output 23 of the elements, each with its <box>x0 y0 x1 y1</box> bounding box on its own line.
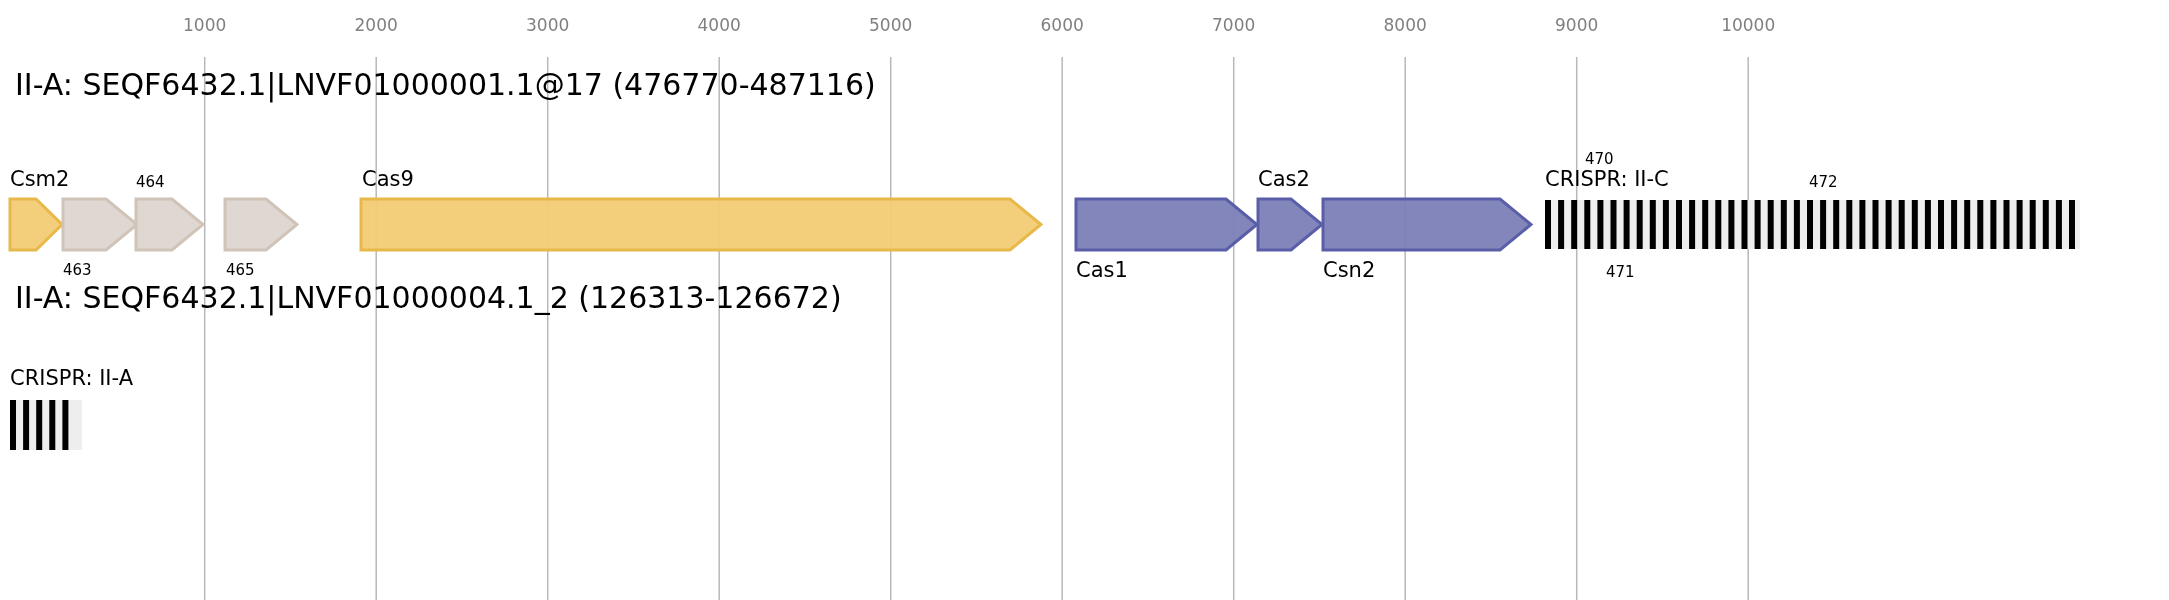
gene-number: 471 <box>1606 265 1635 280</box>
axis-tick-label: 3000 <box>525 17 571 34</box>
gene-label: CRISPR: II-A <box>10 368 133 389</box>
gene-label: Cas9 <box>362 169 414 190</box>
axis-tick-label: 6000 <box>1039 17 1085 34</box>
axis-tick-label: 4000 <box>696 17 742 34</box>
gene-label: Csm2 <box>10 169 70 190</box>
gene-label: 465 <box>226 263 255 278</box>
gene-number: 470 <box>1585 152 1614 167</box>
axis-tick-label: 8000 <box>1382 17 1428 34</box>
gene-number: 472 <box>1809 175 1838 190</box>
axis-tick-label: 7000 <box>1211 17 1257 34</box>
gene-label: 463 <box>63 263 92 278</box>
gene-label: CRISPR: II-C <box>1545 169 1669 190</box>
gene-label: Cas1 <box>1076 260 1128 281</box>
axis-tick-label: 10000 <box>1720 17 1777 34</box>
gene-label: 464 <box>136 175 165 190</box>
gene-label: Csn2 <box>1323 260 1376 281</box>
axis-tick-label: 5000 <box>868 17 914 34</box>
axis-tick-label: 9000 <box>1554 17 1600 34</box>
axis-tick-label: 1000 <box>182 17 228 34</box>
axis-tick-label: 2000 <box>353 17 399 34</box>
gene-label: Cas2 <box>1258 169 1310 190</box>
